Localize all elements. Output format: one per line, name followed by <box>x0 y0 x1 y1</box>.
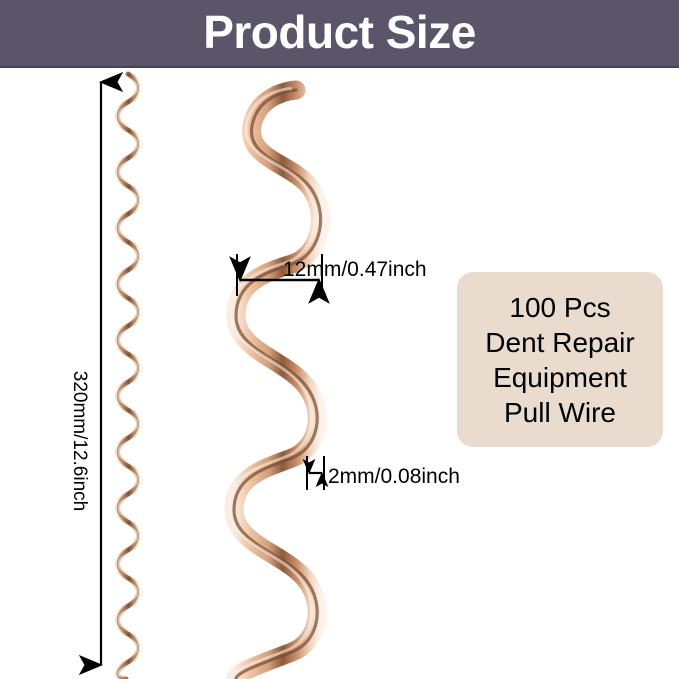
callout-line-3: Equipment <box>493 361 627 393</box>
width-dimension <box>229 254 330 304</box>
thickness-dimension-label: 2mm/0.08inch <box>328 465 460 488</box>
thickness-dimension <box>302 456 329 490</box>
callout-line-2: Dent Repair <box>485 326 635 358</box>
width-dimension-label: 12mm/0.47inch <box>283 258 427 281</box>
page-title: Product Size <box>203 6 476 58</box>
callout-line-1: 100 Pcs <box>509 291 611 323</box>
artwork-svg <box>78 71 331 679</box>
callout-line-4: Pull Wire <box>503 396 616 428</box>
product-artwork-area: 320mm/12.6inch 12mm/0.47inch 2mm/0.08inc… <box>0 68 679 679</box>
header-bar: Product Size <box>0 0 679 68</box>
wire-closeup <box>224 80 331 679</box>
wire-full-length <box>114 71 141 679</box>
height-dimension-label: 320mm/12.6inch <box>69 370 90 512</box>
product-description-callout: 100 Pcs Dent Repair Equipment Pull Wire <box>457 272 663 447</box>
